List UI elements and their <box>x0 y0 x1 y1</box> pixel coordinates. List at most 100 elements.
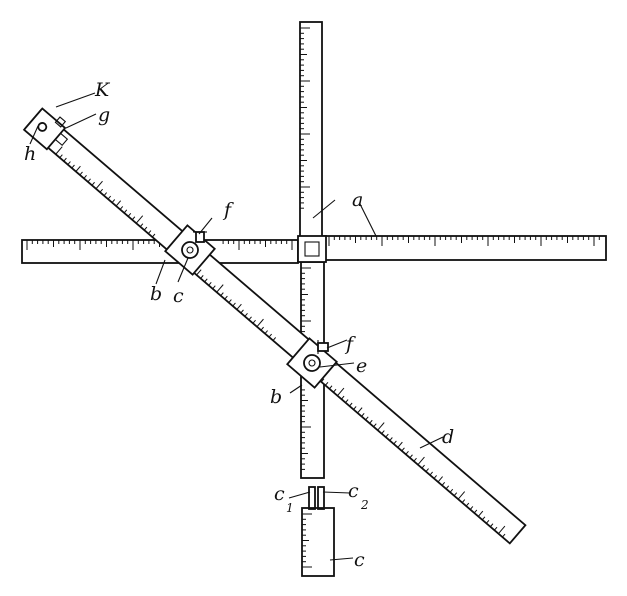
scale-tick <box>123 209 128 214</box>
scale-tick <box>457 491 466 500</box>
scale-tick <box>264 330 268 334</box>
scale-tick <box>397 441 403 448</box>
diagonal-rule-ticks <box>55 146 506 538</box>
slider-c <box>164 224 216 276</box>
scale-tick <box>337 387 345 397</box>
scale-tick <box>345 399 349 403</box>
scale-tick <box>485 519 490 524</box>
scale-tick <box>272 337 277 341</box>
label-k: K <box>94 79 111 101</box>
scale-tick <box>413 457 417 462</box>
scale-tick <box>119 206 124 210</box>
scale-tick <box>139 223 144 228</box>
separate-scale-piece <box>301 486 335 577</box>
label-g: g <box>98 104 110 126</box>
center-joint <box>297 235 327 263</box>
scale-tick <box>208 281 212 286</box>
vertical-scale-lower-ticks <box>301 267 311 470</box>
scale-tick <box>381 430 385 434</box>
scale-tick <box>465 502 470 507</box>
scale-tick <box>232 302 236 307</box>
scale-tick <box>55 146 63 155</box>
scale-tick <box>135 215 144 224</box>
scale-tick <box>389 437 393 441</box>
scale-tick <box>429 471 433 476</box>
scale-tick <box>481 516 486 521</box>
separate-scale-ticks <box>302 513 312 568</box>
screw-g <box>54 132 69 147</box>
scale-tick <box>107 195 112 200</box>
pivot-hole-h <box>37 122 48 132</box>
scale-tick <box>365 416 369 421</box>
set-screw-f-lower <box>317 340 329 354</box>
diagonal-rule <box>22 107 527 545</box>
label-b-left: b <box>150 283 162 305</box>
scale-tick <box>445 485 450 490</box>
scale-tick <box>103 192 108 196</box>
scale-tick <box>421 464 425 469</box>
label-c-bottom: c <box>354 549 365 571</box>
scale-tick <box>489 523 494 528</box>
scale-tick <box>437 476 443 483</box>
vertical-scale-upper <box>299 21 323 239</box>
scale-tick <box>329 385 333 390</box>
scale-tick <box>433 475 438 479</box>
scale-tick <box>353 406 357 410</box>
scale-tick <box>143 226 148 231</box>
scale-tick <box>95 180 103 190</box>
scale-tick <box>369 419 373 424</box>
scale-tick <box>473 509 478 514</box>
scale-tick <box>469 506 474 510</box>
label-e: e <box>356 355 367 377</box>
label-b-right: b <box>270 386 282 408</box>
scale-tick <box>131 216 136 221</box>
horizontal-scale-left-ticks <box>26 240 293 250</box>
label-f-lower: f <box>344 333 356 355</box>
scale-tick <box>425 468 429 472</box>
scale-tick <box>401 447 405 452</box>
scale-tick <box>405 450 409 455</box>
scale-tick <box>349 402 353 407</box>
label-c-left: c <box>173 285 184 307</box>
scale-tick <box>260 326 264 331</box>
scale-tick <box>236 303 242 310</box>
scale-tick <box>385 433 389 438</box>
label-f-top: f <box>222 199 234 221</box>
vertical-scale-upper-ticks <box>300 27 310 209</box>
label-a: a <box>352 189 363 211</box>
scale-tick <box>449 488 454 493</box>
scale-tick <box>220 292 224 296</box>
screw-k <box>54 116 67 128</box>
scale-tick <box>341 395 345 400</box>
scale-tick <box>87 178 91 183</box>
scale-tick <box>373 423 377 428</box>
scale-tick <box>320 378 325 383</box>
label-d: d <box>442 426 454 448</box>
leader-lines <box>29 92 444 561</box>
scale-tick <box>357 407 363 414</box>
scale-tick <box>216 284 224 293</box>
scale-tick <box>494 526 498 531</box>
scale-tick <box>224 295 228 300</box>
scale-tick <box>204 278 208 283</box>
scale-tick <box>79 171 83 176</box>
scale-tick <box>244 312 248 317</box>
scale-tick <box>75 165 81 172</box>
label-c1: c <box>274 483 285 505</box>
scale-tick <box>99 188 104 193</box>
scale-tick <box>200 275 204 279</box>
scale-tick <box>111 199 116 203</box>
scale-tick <box>453 492 458 497</box>
horizontal-scale-right <box>323 235 607 261</box>
scale-tick <box>256 318 264 328</box>
scale-tick <box>196 269 202 276</box>
scale-tick <box>59 154 63 159</box>
scale-tick <box>361 413 365 417</box>
scale-tick <box>268 333 273 338</box>
label-c1-subscript: 1 <box>286 501 294 515</box>
scale-tick <box>461 499 466 503</box>
scale-tick <box>147 230 152 234</box>
scale-tick <box>63 157 67 162</box>
scale-tick <box>91 181 95 186</box>
